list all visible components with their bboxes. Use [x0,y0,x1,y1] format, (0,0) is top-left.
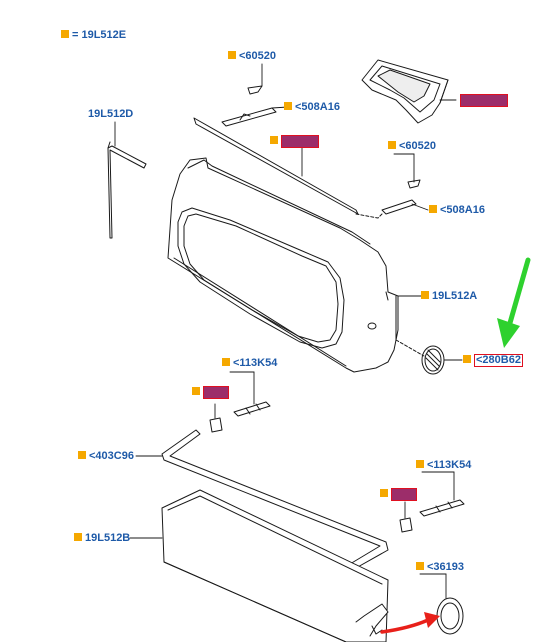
clip-part-lower-left [209,401,271,433]
red-curved-arrow-icon [380,612,440,634]
square-bullet-icon [429,205,437,213]
square-bullet-icon [380,489,388,497]
square-bullet-icon [74,533,82,541]
part-label-19l512d[interactable]: 19L512D [88,108,134,120]
part-label-36193[interactable]: <36193 [416,561,464,574]
storage-tray-part [161,489,389,642]
green-arrow-icon [497,257,531,348]
pocket-insert-part [361,59,449,124]
part-label-113k54-left[interactable]: <113K54 [222,357,277,370]
square-bullet-icon [416,460,424,468]
part-label-508a16-top[interactable]: <508A16 [284,101,340,114]
redacted-part-number: ​ [203,386,229,399]
square-bullet-icon [192,387,200,395]
trim-strip-part [107,141,147,239]
console-panel-part [167,157,399,373]
part-label-redacted-clip-left[interactable]: ​ [192,386,229,399]
legend-label: = 19L512E [61,29,126,42]
square-bullet-icon [228,51,236,59]
redacted-part-number: ​ [391,488,417,501]
part-label-508a16-right[interactable]: <508A16 [429,204,485,217]
part-label-redacted-seal[interactable]: ​ [270,135,319,148]
round-plug-part [395,339,445,375]
part-label-113k54-right[interactable]: <113K54 [416,459,471,472]
redacted-part-number: ​ [281,135,319,148]
square-bullet-icon [78,451,86,459]
clip-part-right [355,179,421,219]
leader-lines [114,63,463,599]
part-label-redacted-pocket[interactable]: ​ [460,94,508,107]
part-label-19l512a[interactable]: 19L512A [421,290,477,303]
square-bullet-icon [388,141,396,149]
part-label-redacted-clip-right[interactable]: ​ [380,488,417,501]
square-bullet-icon [270,136,278,144]
square-bullet-icon [463,355,471,363]
square-bullet-icon [222,358,230,366]
part-label-60520-top[interactable]: <60520 [228,50,276,63]
square-bullet-icon [284,102,292,110]
part-label-19l512b[interactable]: 19L512B [74,532,130,545]
square-bullet-icon [416,562,424,570]
clip-part-lower-right [399,499,465,533]
ring-grommet-part [436,597,464,635]
part-label-403c96[interactable]: <403C96 [78,450,134,463]
frame-seal-part [161,429,389,569]
square-bullet-icon [421,291,429,299]
square-bullet-icon [61,30,69,38]
clip-part-top [221,85,277,127]
part-label-280b62[interactable]: <280B62 [463,354,523,367]
part-label-60520-right[interactable]: <60520 [388,140,436,153]
redacted-part-number: ​ [460,94,508,107]
